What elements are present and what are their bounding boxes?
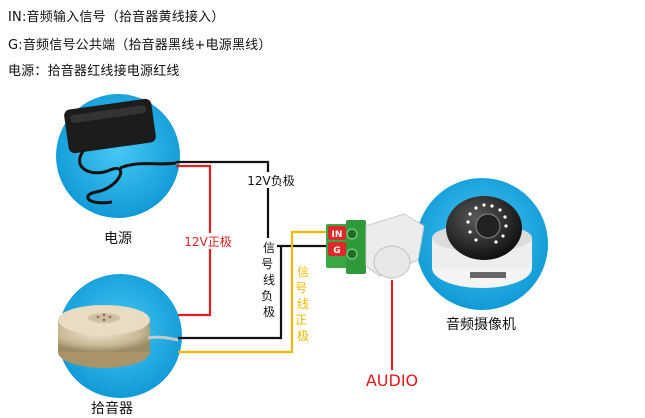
pickup-label: 拾音器 bbox=[91, 400, 133, 417]
terminal-block: IN G bbox=[326, 220, 366, 274]
terminal-in-label: IN bbox=[332, 230, 343, 240]
rca-connector bbox=[365, 213, 425, 279]
power-label: 电源 bbox=[104, 231, 132, 247]
black-wire-pickup bbox=[178, 246, 283, 340]
yellow-wire bbox=[178, 230, 326, 354]
neg-12v-label: 12V负极 bbox=[247, 174, 294, 188]
note-power: 电源：拾音器红线接电源红线 bbox=[8, 64, 180, 79]
black-wire-power bbox=[176, 160, 326, 248]
audio-label: AUDIO bbox=[366, 371, 418, 390]
signal-neg-label: 信号 线负 极 bbox=[261, 241, 277, 319]
terminal-g-label: G bbox=[333, 246, 340, 256]
pos-12v-label: 12V正极 bbox=[184, 235, 231, 249]
note-g: G:音频信号公共端（拾音器黑线+电源黑线） bbox=[8, 38, 272, 53]
note-in: IN:音频输入信号（拾音器黄线接入） bbox=[8, 10, 225, 25]
camera-label: 音频摄像机 bbox=[446, 316, 516, 333]
pickup-icon bbox=[58, 274, 182, 398]
power-adapter-icon bbox=[56, 94, 180, 218]
signal-pos-label: 信号 线正 极 bbox=[295, 265, 311, 343]
camera-icon bbox=[416, 178, 548, 310]
